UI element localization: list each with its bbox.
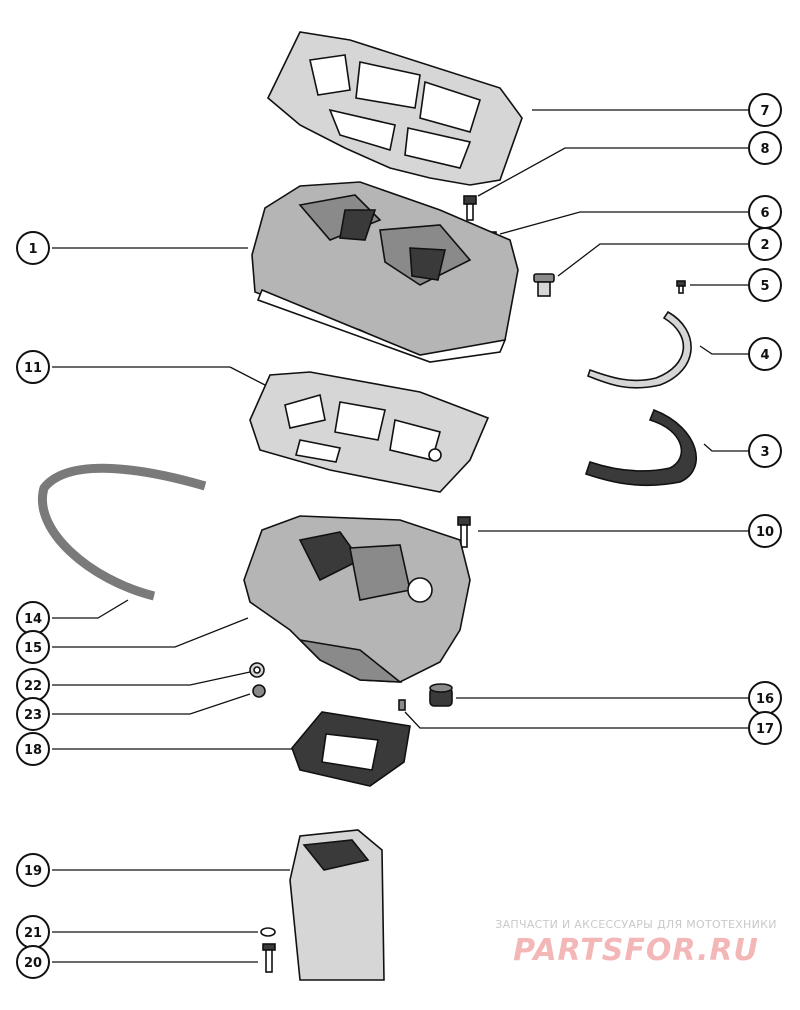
svg-text:23: 23 (24, 708, 42, 723)
part-8-screw (463, 195, 477, 221)
svg-text:16: 16 (756, 692, 774, 707)
svg-text:14: 14 (24, 612, 42, 627)
part-5-small-screw (676, 280, 686, 294)
callout-22: 22 (16, 668, 50, 702)
part-7-gasket (267, 31, 523, 186)
callout-16: 16 (748, 681, 782, 715)
callout-19: 19 (16, 853, 50, 887)
svg-text:3: 3 (760, 445, 769, 460)
callout-11: 11 (16, 350, 50, 384)
part-1-upper-housing (251, 181, 519, 363)
callout-2: 2 (748, 227, 782, 261)
callout-1: 1 (16, 231, 50, 265)
callout-10: 10 (748, 514, 782, 548)
callout-23: 23 (16, 697, 50, 731)
callout-17: 17 (748, 711, 782, 745)
svg-text:5: 5 (760, 279, 769, 294)
callout-21: 21 (16, 915, 50, 949)
callout-6: 6 (748, 195, 782, 229)
svg-text:20: 20 (24, 956, 42, 971)
callout-5: 5 (748, 268, 782, 302)
svg-text:4: 4 (760, 348, 769, 363)
svg-text:10: 10 (756, 525, 774, 540)
callout-4: 4 (748, 337, 782, 371)
svg-text:11: 11 (24, 361, 42, 376)
part-15-lower-housing (243, 515, 471, 683)
leader-lines (52, 109, 748, 963)
callout-3: 3 (748, 434, 782, 468)
svg-text:22: 22 (24, 679, 42, 694)
callout-15: 15 (16, 630, 50, 664)
part-19-housing (289, 829, 385, 981)
svg-text:1: 1 (28, 242, 37, 257)
part-11-gasket (249, 371, 490, 493)
svg-text:6: 6 (760, 206, 769, 221)
svg-text:8: 8 (760, 142, 769, 157)
callout-18: 18 (16, 732, 50, 766)
svg-text:18: 18 (24, 743, 42, 758)
svg-text:21: 21 (24, 926, 42, 941)
part-21-washer (260, 927, 276, 937)
part-4-seal-strip (587, 310, 692, 389)
part-10-bolt (457, 516, 471, 548)
watermark-brand: PARTSFOR.RU (513, 933, 759, 968)
part-23-washer (252, 684, 266, 698)
part-14-hose (37, 463, 207, 601)
part-18-plate (291, 711, 411, 787)
svg-text:15: 15 (24, 641, 42, 656)
callout-20: 20 (16, 945, 50, 979)
svg-text:7: 7 (760, 104, 769, 119)
part-2-plug (533, 273, 555, 297)
part-22-nut (249, 662, 265, 678)
svg-text:19: 19 (24, 864, 42, 879)
part-3-seal-strip (584, 408, 697, 487)
callout-7: 7 (748, 93, 782, 127)
part-20-screw (262, 943, 276, 973)
callout-8: 8 (748, 131, 782, 165)
watermark-tagline: ЗАПЧАСТИ И АКСЕССУАРЫ ДЛЯ МОТОТЕХНИКИ (495, 918, 777, 931)
part-17-pin (398, 699, 406, 711)
svg-text:17: 17 (756, 722, 774, 737)
watermark: ЗАПЧАСТИ И АКСЕССУАРЫ ДЛЯ МОТОТЕХНИКИ PA… (486, 918, 786, 968)
svg-text:2: 2 (760, 238, 769, 253)
part-16-cap (429, 683, 453, 707)
callout-14: 14 (16, 601, 50, 635)
